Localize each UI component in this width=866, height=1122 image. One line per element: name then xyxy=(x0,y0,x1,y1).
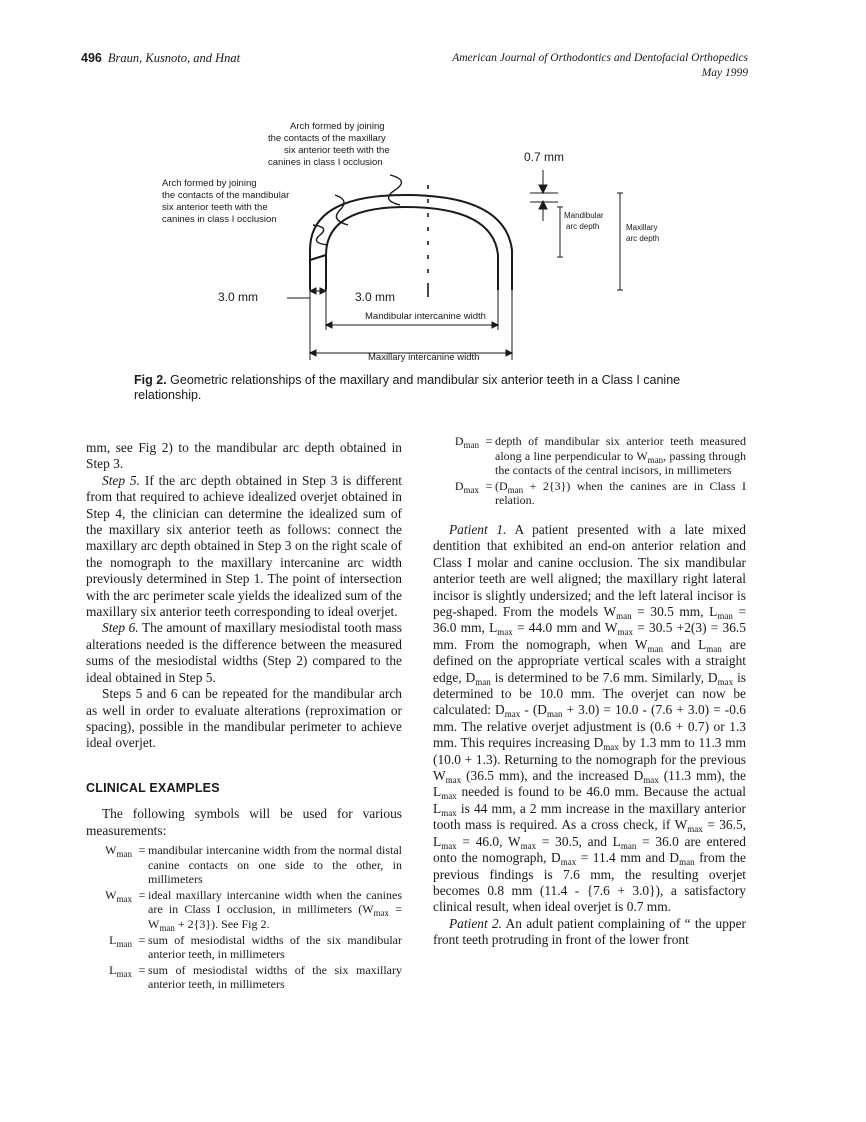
paragraph-patient1: Patient 1. A patient presented with a la… xyxy=(433,521,747,915)
label-arch-man-1: Arch formed by joining xyxy=(162,178,257,189)
label-arch-man-3: six anterior teeth with the xyxy=(162,202,268,213)
label-max-width: Maxillary intercanine width xyxy=(368,352,479,363)
authors: Braun, Kusnoto, and Hnat xyxy=(107,51,241,65)
label-max-depth-1: Maxillary xyxy=(626,223,658,232)
running-head-right: American Journal of Orthodontics and Den… xyxy=(452,51,748,81)
caption-text: Geometric relationships of the maxillary… xyxy=(134,373,681,402)
label-3mm-mid: 3.0 mm xyxy=(355,290,395,304)
def-dmax: Dmax= (Dman + 2{3}) when the canines are… xyxy=(454,478,746,508)
label-arch-man-4: canines in class I occlusion xyxy=(162,214,277,225)
label-arch-max-2: the contacts of the maxillary xyxy=(268,133,386,144)
paragraph-steps-repeat: Steps 5 and 6 can be repeated for the ma… xyxy=(86,686,402,751)
label-3mm-left: 3.0 mm xyxy=(218,290,258,304)
issue-date: May 1999 xyxy=(701,67,748,79)
symbol-definitions: Wman= mandibular intercanine width from … xyxy=(86,843,402,992)
left-column: mm, see Fig 2) to the mandibular arc dep… xyxy=(86,440,402,993)
step5-label: Step 5. xyxy=(102,472,140,488)
label-max-depth-2: arc depth xyxy=(626,234,659,243)
label-arch-max-3: six anterior teeth with the xyxy=(284,145,390,156)
paragraph-symbols: The following symbols will be used for v… xyxy=(86,806,402,838)
section-heading: CLINICAL EXAMPLES xyxy=(86,780,220,795)
caption-label: Fig 2. xyxy=(134,373,167,387)
def-lmax: Lmax= sum of mesiodistal widths of the s… xyxy=(109,962,402,992)
figure-2: Arch formed by joining the contacts of t… xyxy=(150,115,710,370)
patient2-label: Patient 2. xyxy=(449,915,502,931)
patient1-label: Patient 1. xyxy=(449,521,507,537)
label-arch-max-4: canines in class I occlusion xyxy=(268,157,383,168)
step6-text: The amount of maxillary mesiodistal toot… xyxy=(86,620,403,685)
step6-label: Step 6. xyxy=(102,620,139,636)
def-dman: Dman= depth of mandibular six anterior t… xyxy=(454,434,746,478)
label-arch-man-2: the contacts of the mandibular xyxy=(162,190,289,201)
journal-title: American Journal of Orthodontics and Den… xyxy=(452,52,748,64)
step5-text: If the arc depth obtained in Step 3 is d… xyxy=(86,472,402,620)
paragraph-step5: Step 5. If the arc depth obtained in Ste… xyxy=(86,473,402,621)
paragraph-step6: Step 6. The amount of maxillary mesiodis… xyxy=(86,620,402,686)
label-mand-depth-1: Mandibular xyxy=(564,211,604,220)
page-number: 496 xyxy=(81,51,102,65)
running-head-left: 496 Braun, Kusnoto, and Hnat xyxy=(81,51,240,66)
paragraph-step4-end: mm, see Fig 2) to the mandibular arc dep… xyxy=(86,440,402,472)
label-0-7-mm: 0.7 mm xyxy=(524,150,564,164)
def-wmax: Wmax= ideal maxillary intercanine width … xyxy=(105,887,402,933)
figure-caption: Fig 2. Geometric relationships of the ma… xyxy=(134,373,734,403)
mandibular-arch xyxy=(325,205,499,290)
label-arch-max-1: Arch formed by joining xyxy=(290,121,385,132)
def-wman: Wman= mandibular intercanine width from … xyxy=(105,842,402,887)
label-mand-depth-2: arc depth xyxy=(566,222,599,231)
geometric-diagram: Arch formed by joining the contacts of t… xyxy=(162,121,659,363)
label-mand-width: Mandibular intercanine width xyxy=(365,311,486,322)
def-lman: Lman= sum of mesiodistal widths of the s… xyxy=(109,932,402,962)
right-column: Dman= depth of mandibular six anterior t… xyxy=(433,434,746,949)
symbol-definitions-continued: Dman= depth of mandibular six anterior t… xyxy=(433,434,746,508)
paragraph-patient2: Patient 2. An adult patient complaining … xyxy=(433,915,746,948)
